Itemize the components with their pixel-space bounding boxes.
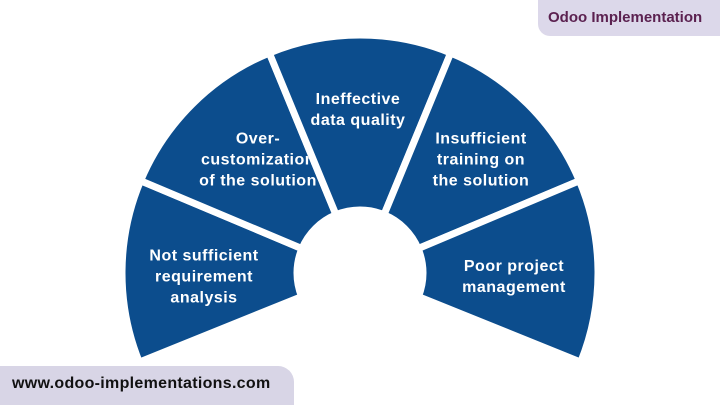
segment-not-sufficient-requirement [118, 176, 307, 367]
segment-ineffective-data-quality [264, 31, 456, 220]
brand-text: Odoo Implementation [548, 9, 703, 26]
brand-badge: Odoo Implementation [538, 0, 720, 36]
website-badge: www.odoo-implementations.com [0, 366, 294, 405]
segment-poor-project-management [413, 176, 602, 367]
website-text[interactable]: www.odoo-implementations.com [12, 375, 271, 392]
